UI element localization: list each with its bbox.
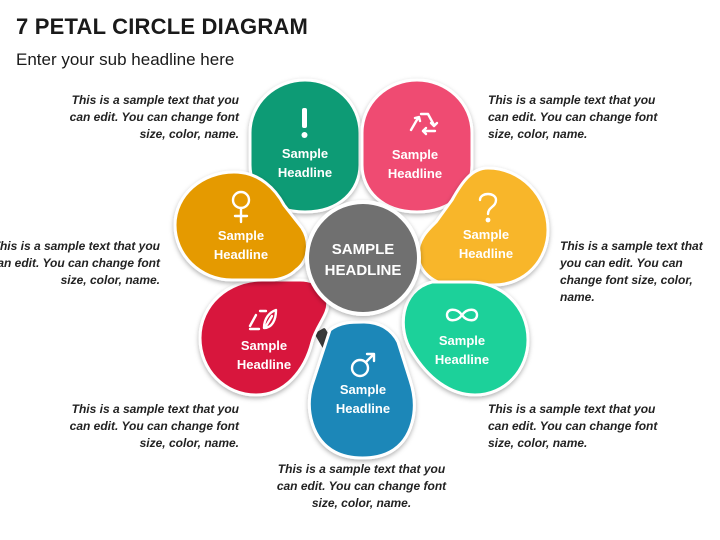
exclamation-icon xyxy=(301,108,308,138)
petal-2-shape xyxy=(360,78,474,214)
petal-3[interactable]: Sample Headline xyxy=(416,166,550,287)
petal-7-shape xyxy=(173,170,309,282)
petal-4[interactable]: Sample Headline xyxy=(401,280,530,397)
petal-7[interactable]: Sample Headline xyxy=(173,170,309,282)
note-top-right: This is a sample text that you can edit.… xyxy=(488,93,658,141)
petal-1-shape xyxy=(248,78,362,214)
note-bottom-center: This is a sample text that you can edit.… xyxy=(276,462,447,510)
petal-4-shape xyxy=(401,280,530,397)
page-title: 7 PETAL CIRCLE DIAGRAM xyxy=(16,14,309,39)
petal-1-line1: Sample xyxy=(282,146,328,161)
note-bottom-left: This is a sample text that you can edit.… xyxy=(69,402,239,450)
infinity-icon xyxy=(445,308,479,322)
note-mid-left: This is a sample text that you can edit.… xyxy=(0,239,160,287)
page-subtitle: Enter your sub headline here xyxy=(16,50,235,69)
petal-2-line2: Headline xyxy=(388,166,442,181)
note-top-left: This is a sample text that you can edit.… xyxy=(69,93,239,141)
petal-2-line1: Sample xyxy=(392,147,438,162)
petal-5-line2: Headline xyxy=(336,401,390,416)
petal-5[interactable]: Sample Headline xyxy=(307,320,416,460)
petal-5-shape xyxy=(307,320,416,460)
petal-6-line1: Sample xyxy=(241,338,287,353)
center-line2: HEADLINE xyxy=(325,262,402,279)
question-icon xyxy=(478,192,498,223)
center-line1: SAMPLE xyxy=(332,241,395,258)
male-symbol-icon xyxy=(350,352,376,378)
petal-1-line2: Headline xyxy=(278,165,332,180)
petal-5-line1: Sample xyxy=(340,382,386,397)
petal-4-line2: Headline xyxy=(435,352,489,367)
petal-6-shape xyxy=(198,278,330,397)
petal-2[interactable]: Sample Headline xyxy=(360,78,474,214)
petal-6-line2: Headline xyxy=(237,357,291,372)
petal-3-line1: Sample xyxy=(463,227,509,242)
eco-recycle-icon xyxy=(248,308,278,331)
petal-6[interactable]: Sample Headline xyxy=(198,278,330,397)
note-mid-right: This is a sample text that you can edit.… xyxy=(560,239,703,304)
petal-1[interactable]: Sample Headline xyxy=(248,78,362,214)
petal-4-line1: Sample xyxy=(439,333,485,348)
center-circle-shape xyxy=(305,200,421,316)
note-bottom-right: This is a sample text that you can edit.… xyxy=(488,402,658,450)
petal-7-line1: Sample xyxy=(218,228,264,243)
petal-3-line2: Headline xyxy=(459,246,513,261)
center-circle[interactable]: SAMPLE HEADLINE xyxy=(305,200,421,316)
petal-7-line2: Headline xyxy=(214,247,268,262)
recycle-icon xyxy=(409,112,439,136)
female-symbol-icon xyxy=(231,190,251,224)
